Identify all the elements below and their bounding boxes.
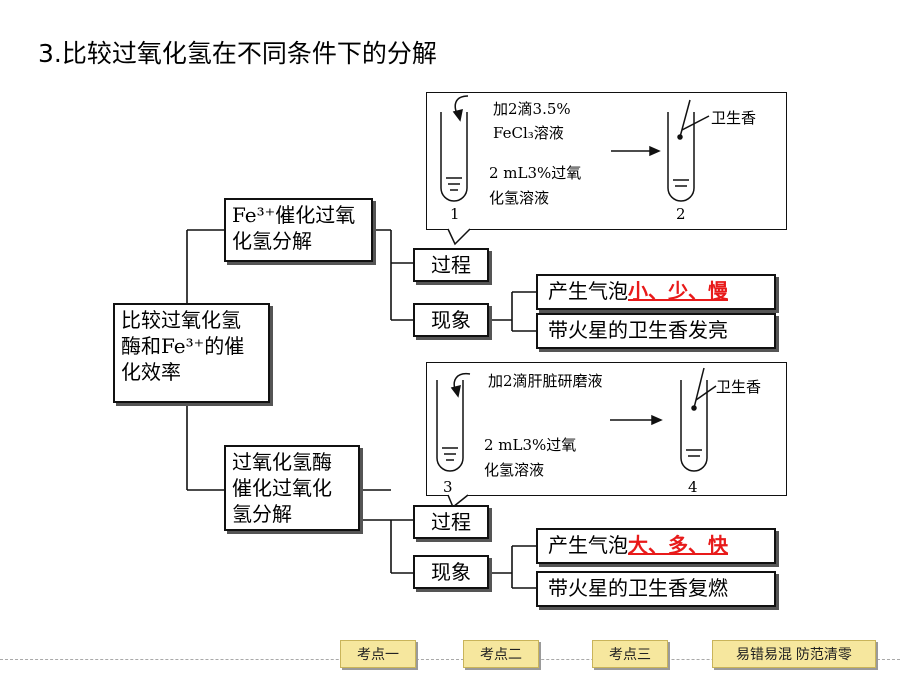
enzyme-catalysis-node: 过氧化氢酶 催化过氧化 氢分解 bbox=[224, 445, 360, 531]
incense-label: 卫生香 bbox=[716, 378, 762, 396]
result-text: 带火星的卫生香发亮 bbox=[548, 318, 728, 342]
result-bubbles-node: 产生气泡小、少、慢 bbox=[536, 274, 776, 310]
result-highlight: 小、少、慢 bbox=[628, 279, 728, 303]
result-text: 产生气泡小、少、慢 bbox=[548, 278, 768, 304]
result-highlight: 大、多、快 bbox=[628, 533, 728, 557]
result-text: 产生气泡大、多、快 bbox=[548, 532, 768, 558]
phenomenon-node: 现象 bbox=[413, 555, 489, 589]
tube-number: 2 bbox=[676, 205, 686, 223]
nav-button-common-mistakes[interactable]: 易错易混 防范清零 bbox=[712, 640, 876, 668]
branch-label-line: 化氢分解 bbox=[232, 229, 312, 253]
add-reagent-label-2: FeCl₃溶液 bbox=[493, 124, 564, 142]
process-node: 过程 bbox=[413, 248, 489, 282]
root-line: 化效率 bbox=[121, 360, 181, 384]
result-text: 带火星的卫生香复燃 bbox=[548, 576, 728, 600]
solution-label: 2 mL3%过氧 bbox=[489, 164, 582, 182]
incense-label: 卫生香 bbox=[711, 109, 757, 127]
callout-liver-experiment bbox=[426, 362, 787, 496]
root-line: 酶和Fe³⁺的催 bbox=[121, 334, 245, 358]
root-node: 比较过氧化氢 酶和Fe³⁺的催 化效率 bbox=[113, 303, 270, 403]
result-incense-node: 带火星的卫生香发亮 bbox=[536, 313, 776, 349]
branch-label-line: Fe³⁺催化过氧 bbox=[232, 203, 356, 227]
phenomenon-label: 现象 bbox=[431, 308, 471, 332]
result-incense-node: 带火星的卫生香复燃 bbox=[536, 571, 776, 607]
root-line: 比较过氧化氢 bbox=[121, 308, 241, 332]
tube-number: 1 bbox=[450, 205, 460, 223]
callout-fecl3-experiment bbox=[426, 92, 787, 230]
phenomenon-node: 现象 bbox=[413, 303, 489, 337]
solution-label: 2 mL3%过氧 bbox=[484, 436, 577, 454]
add-reagent-label: 加2滴肝脏研磨液 bbox=[488, 372, 603, 390]
nav-button-point-1[interactable]: 考点一 bbox=[340, 640, 416, 668]
solution-label-2: 化氢溶液 bbox=[489, 189, 550, 207]
nav-button-point-3[interactable]: 考点三 bbox=[592, 640, 668, 668]
add-reagent-label: 加2滴3.5% bbox=[493, 100, 571, 118]
process-label: 过程 bbox=[431, 510, 471, 534]
tube-number: 4 bbox=[688, 478, 698, 496]
solution-label-2: 化氢溶液 bbox=[484, 461, 545, 479]
branch-label-line: 催化过氧化 bbox=[232, 476, 332, 500]
process-node: 过程 bbox=[413, 505, 489, 539]
branch-label-line: 过氧化氢酶 bbox=[232, 450, 332, 474]
fe3-catalysis-node: Fe³⁺催化过氧 化氢分解 bbox=[224, 198, 373, 262]
result-prefix: 产生气泡 bbox=[548, 533, 628, 557]
page-title: 3.比较过氧化氢在不同条件下的分解 bbox=[38, 39, 437, 68]
process-label: 过程 bbox=[431, 253, 471, 277]
branch-label-line: 氢分解 bbox=[232, 502, 292, 526]
nav-button-point-2[interactable]: 考点二 bbox=[463, 640, 539, 668]
tube-number: 3 bbox=[443, 478, 453, 496]
result-prefix: 产生气泡 bbox=[548, 279, 628, 303]
result-bubbles-node: 产生气泡大、多、快 bbox=[536, 528, 776, 564]
phenomenon-label: 现象 bbox=[431, 560, 471, 584]
footer-divider bbox=[0, 659, 900, 660]
